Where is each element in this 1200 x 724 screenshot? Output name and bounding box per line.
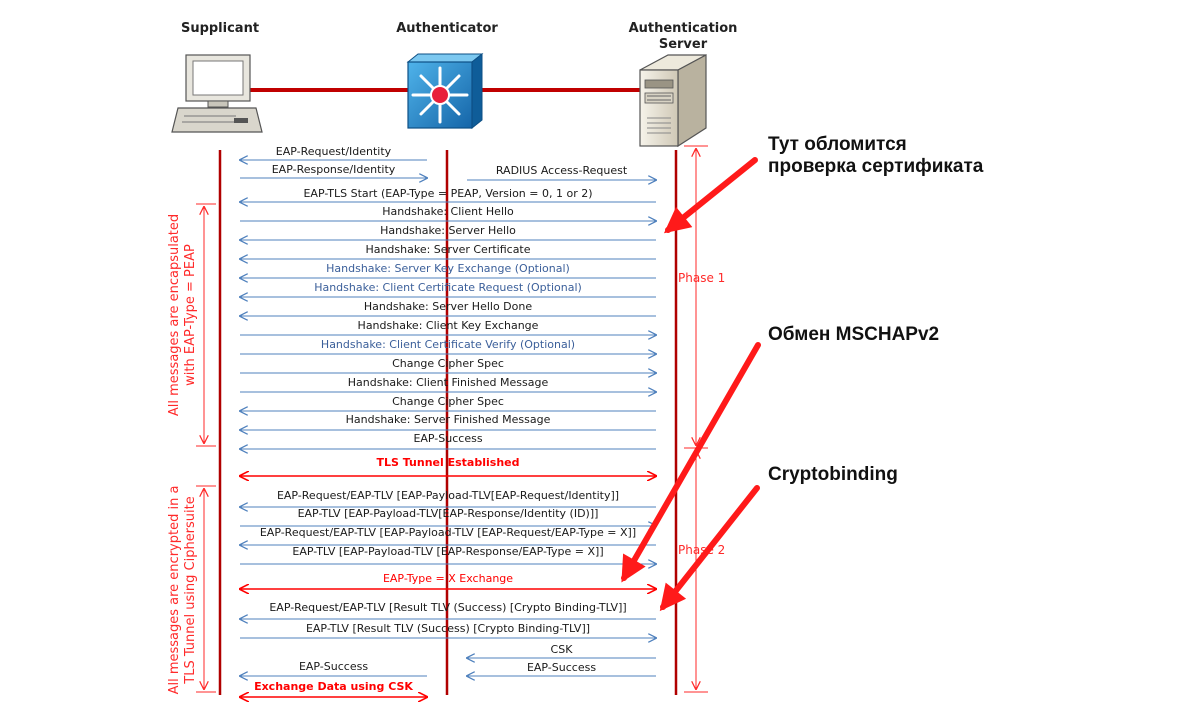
message-label-21: EAP-Request/EAP-TLV [EAP-Payload-TLV [EA… [260,526,636,539]
message-label-28: EAP-Success [299,660,368,673]
message-label-12: Handshake: Client Certificate Verify (Op… [321,338,575,351]
tunnel-label-line2: TLS Tunnel using Ciphersuite [183,496,198,684]
callout-arrow-crypto [659,485,760,612]
peap-label-line1: All messages are encapsulated [167,214,182,416]
server-header-line1: Authentication [629,21,738,36]
message-label-8: Handshake: Server Key Exchange (Optional… [326,262,570,275]
message-label-23: EAP-Type = X Exchange [383,572,513,585]
callout-arrows [621,157,761,612]
message-label-2: EAP-Response/Identity [272,163,396,176]
message-label-5: Handshake: Client Hello [382,205,514,218]
tunnel-label-line1: All messages are encrypted in a [167,486,182,695]
message-label-22: EAP-TLV [EAP-Payload-TLV [EAP-Response/E… [292,545,603,558]
annotation-cert-line2: проверка сертификата [768,156,984,177]
network-switch-icon [406,52,484,130]
server-header-line2: Server [659,37,708,52]
annotation-crypto: Cryptobinding [768,464,898,485]
message-label-16: Handshake: Server Finished Message [346,413,551,426]
message-label-6: Handshake: Server Hello [380,224,516,237]
message-label-11: Handshake: Client Key Exchange [358,319,539,332]
message-label-17: EAP-Success [413,432,482,445]
message-label-26: CSK [551,643,574,656]
desktop-computer-icon [171,54,263,133]
message-label-9: Handshake: Client Certificate Request (O… [314,281,582,294]
message-label-18: TLS Tunnel Established [377,456,520,469]
phase1-label: Phase 1 [678,271,725,285]
message-label-29: Exchange Data using CSK [254,680,413,693]
tower-server-icon [639,53,707,148]
tls-tunnel-bracket [196,485,216,693]
message-label-13: Change Cipher Spec [392,357,504,370]
message-label-4: EAP-TLS Start (EAP-Type = PEAP, Version … [303,187,592,200]
phase1-bracket [684,145,708,449]
message-label-19: EAP-Request/EAP-TLV [EAP-Payload-TLV[EAP… [277,489,619,502]
message-label-3: RADIUS Access-Request [496,164,628,177]
message-label-27: EAP-Success [527,661,596,674]
message-label-24: EAP-Request/EAP-TLV [Result TLV (Success… [269,601,626,614]
message-label-15: Change Cipher Spec [392,395,504,408]
message-label-7: Handshake: Server Certificate [365,243,530,256]
callout-arrow-cert [663,157,758,234]
message-label-1: EAP-Request/Identity [276,145,392,158]
message-label-10: Handshake: Server Hello Done [364,300,532,313]
message-label-20: EAP-TLV [EAP-Payload-TLV[EAP-Response/Id… [298,507,599,520]
message-label-25: EAP-TLV [Result TLV (Success) [Crypto Bi… [306,622,590,635]
message-list: EAP-Request/IdentityEAP-Response/Identit… [240,145,656,697]
peap-label-line2: with EAP-Type = PEAP [183,244,198,386]
message-label-14: Handshake: Client Finished Message [348,376,549,389]
callout-arrow-mschap [621,342,761,583]
annotation-mschap: Обмен MSCHAPv2 [768,324,939,345]
supplicant-header: Supplicant [181,21,259,36]
peap-encapsulation-bracket [196,203,216,447]
authenticator-header: Authenticator [396,21,498,36]
annotation-cert-line1: Тут обломится [768,134,907,155]
